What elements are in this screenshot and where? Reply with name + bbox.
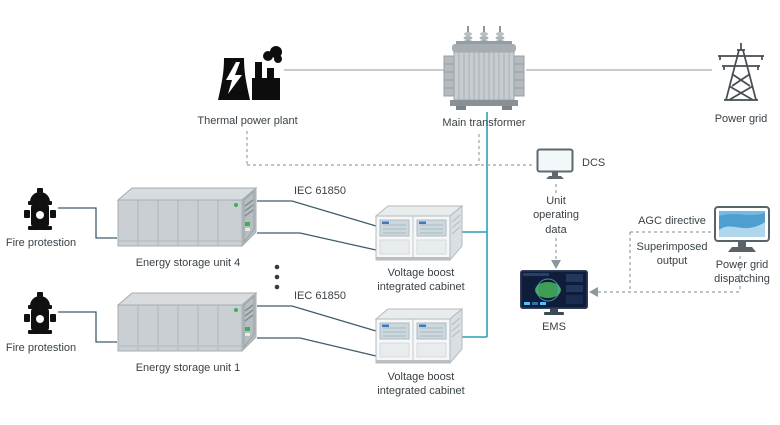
- energy-storage-unit-1-label: Energy storage unit 1: [135, 362, 241, 374]
- voltage-boost-cabinet-top-label: Voltage boost integrated cabinet: [377, 267, 465, 294]
- power-grid-icon: [712, 40, 770, 102]
- unit-operating-data-label: Unit operating data: [524, 194, 588, 237]
- energy-storage-unit-4-illustration: [110, 184, 260, 252]
- fire-protection-bottom-label: Fire protestion: [5, 342, 77, 354]
- dcs-label: DCS: [582, 157, 606, 169]
- power-grid-label: Power grid: [714, 113, 768, 125]
- fire-protection-top-label: Fire protestion: [5, 237, 77, 249]
- thermal-power-plant-icon: [212, 42, 282, 107]
- power-grid-dispatching-label: Power grid dispatching: [714, 259, 770, 286]
- agc-directive-label: AGC directive: [638, 215, 706, 227]
- thermal-plant-label: Thermal power plant: [197, 115, 298, 127]
- voltage-boost-cabinet-bottom-label: Voltage boost integrated cabinet: [377, 371, 465, 398]
- arrow-left-to-ems-icon: [589, 287, 598, 297]
- energy-storage-unit-4-label: Energy storage unit 4: [135, 257, 241, 269]
- superimposed-output-label: Superimposed output: [636, 241, 708, 268]
- units-ellipsis-icon: [274, 264, 280, 290]
- fire-hydrant-bottom-icon: [22, 292, 58, 336]
- iec-61850-label-top: IEC 61850: [294, 185, 346, 197]
- main-transformer-icon: [438, 26, 530, 114]
- fire-hydrant-top-icon: [22, 188, 58, 232]
- iec-61850-label-bottom: IEC 61850: [294, 290, 346, 302]
- voltage-boost-cabinet-bottom-illustration: [372, 305, 467, 367]
- energy-storage-unit-1-illustration: [110, 289, 260, 357]
- ems-monitor-icon: [520, 270, 588, 316]
- arrow-down-to-ems-icon: [551, 260, 561, 269]
- voltage-boost-cabinet-top-illustration: [372, 202, 467, 264]
- power-grid-dispatching-monitor-icon: [714, 206, 770, 254]
- main-transformer-label: Main transformer: [442, 117, 526, 129]
- dcs-monitor-icon: [536, 148, 574, 182]
- ems-label: EMS: [542, 321, 566, 333]
